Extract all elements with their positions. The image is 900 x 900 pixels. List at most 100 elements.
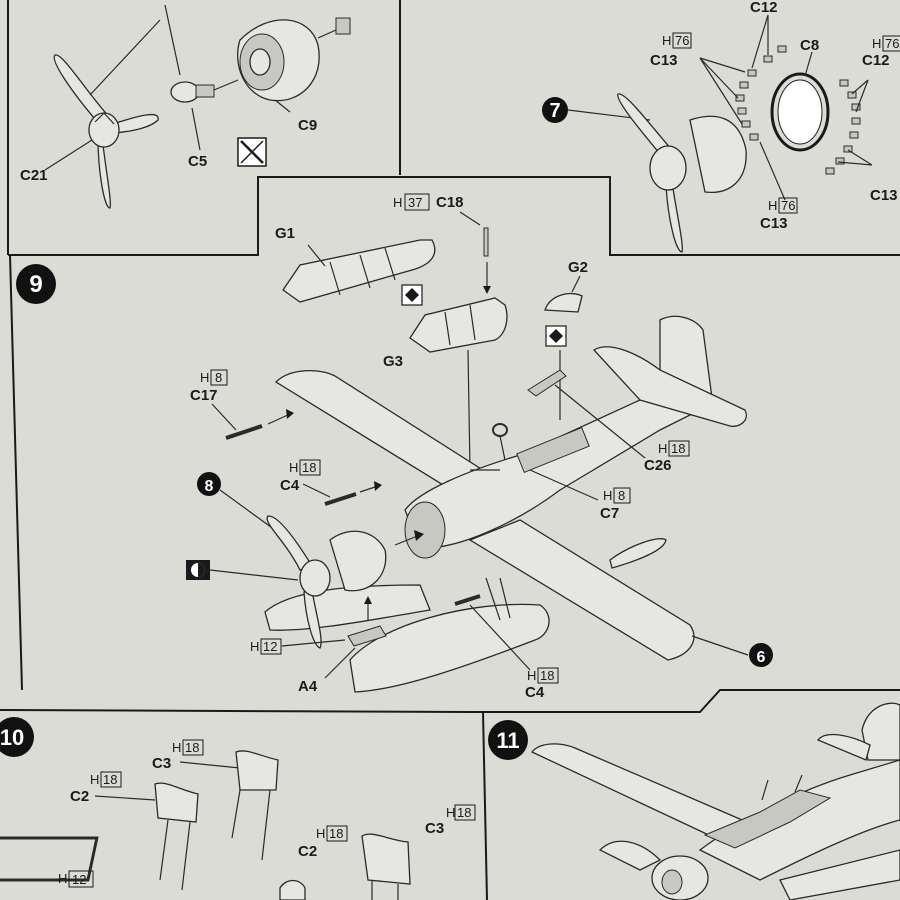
frame-divider-bottom [482,711,488,900]
part-label-c13-left: C13 [650,52,678,69]
antenna-part-c4-bottom [454,594,481,606]
svg-text:H: H [446,805,455,820]
svg-text:H: H [393,195,402,210]
canopy-part-g3 [409,297,508,353]
part-label-c17: C17 [190,387,218,404]
part-label-g2: G2 [568,259,588,276]
part-label-c18: C18 [436,194,464,211]
frame-left-mid [9,254,23,691]
frame-step9-top [8,176,900,256]
step-badge-11 [488,720,528,760]
part-label-g1: G1 [275,225,295,242]
svg-text:18: 18 [671,441,685,456]
svg-text:H: H [289,460,298,475]
paint-ref-h37: H 37 [393,193,430,211]
svg-text:12: 12 [72,872,86,887]
svg-text:H: H [658,441,667,456]
step-badge-8 [197,472,221,496]
svg-text:76: 76 [675,33,689,48]
paint-ref-h8-c17: H 8 [200,369,228,386]
aircraft-assembly [264,315,747,693]
svg-text:18: 18 [540,668,554,683]
svg-text:18: 18 [185,740,199,755]
step-badge-10 [0,717,34,757]
horizontal-stabilizer [592,346,747,427]
svg-text:18: 18 [103,772,117,787]
step-number-9: 9 [29,271,42,298]
paint-ref-h8-c7: H 8 [603,487,631,504]
part-label-c4-bottom: C4 [525,684,545,701]
paint-ref-h18-c4-bottom: H 18 [527,667,559,684]
part-label-c2-left: C2 [70,788,89,805]
part-label-c5: C5 [188,153,207,170]
svg-text:H: H [58,871,67,886]
beaching-gear-parts [0,750,411,900]
gun-part-c26 [527,369,567,397]
cockpit-opening [516,426,590,474]
paint-ref-h18-c3-left: H 18 [172,739,204,756]
part-label-c13-bottom: C13 [760,215,788,232]
part-a4 [347,625,387,647]
paint-ref-h18-c3-right: H 18 [446,804,476,821]
step-number-10: 10 [0,725,24,750]
step-number-8: 8 [205,478,214,495]
svg-text:H: H [90,772,99,787]
step11-aircraft [530,702,900,900]
windscreen-part-g2 [544,292,583,313]
panel-prop-engine: C21 C5 C9 [20,4,351,209]
svg-text:H: H [872,36,881,51]
part-label-g3: G3 [383,353,403,370]
right-float-tip [609,538,667,569]
main-float [349,603,550,693]
panel-step10: 10 H 18 C3 H 18 C2 H [0,717,476,900]
svg-text:18: 18 [329,826,343,841]
paint-ref-h12-bottom: H 12 [58,870,94,888]
paint-ref-h18-c4-left: H 18 [289,459,321,476]
part-label-c26: C26 [644,457,672,474]
paint-ref-h18-c26: H 18 [658,440,690,457]
svg-text:H: H [200,370,209,385]
svg-text:H: H [316,826,325,841]
panel-step7: 7 [542,0,900,253]
svg-text:H: H [527,668,536,683]
pitot-part-c17 [225,424,263,440]
canopy-part-g1 [282,239,436,303]
part-label-c4-left: C4 [280,477,300,494]
svg-text:76: 76 [885,36,899,51]
spinner-c5 [170,79,239,103]
part-label-c3-left: C3 [152,755,171,772]
panel-step11: 11 [488,702,900,900]
engine-opening [404,501,446,559]
step-number-7: 7 [549,100,560,122]
part-label-c9: C9 [298,117,317,134]
part-label-c3-right: C3 [425,820,444,837]
svg-text:37: 37 [408,195,422,210]
svg-text:H: H [250,639,259,654]
svg-text:76: 76 [781,198,795,213]
part-label-c13-right: C13 [870,187,898,204]
paint-ref-h18-c2-mid: H 18 [316,825,348,842]
svg-text:8: 8 [215,370,222,385]
paint-ref-h76-right: H 76 [872,35,900,52]
paint-ref-h12-a4: H 12 [250,638,282,655]
antenna-part-c4-left [324,492,357,506]
part-label-c12-right: C12 [862,52,890,69]
exhaust-ring-c8 [770,72,830,152]
engine-cowling-c9 [236,17,351,102]
exhaust-stacks-left [735,45,787,141]
left-float [264,584,431,631]
svg-text:H: H [662,33,671,48]
svg-text:18: 18 [302,460,316,475]
loop-antenna [492,423,508,437]
panel-step9: 9 G1 G3 H 37 C18 G2 [16,193,773,701]
step-badge-6 [749,643,773,667]
step-number-6: 6 [757,649,766,666]
front-propeller-engine [266,515,424,649]
part-label-c21: C21 [20,167,48,184]
part-label-c7: C7 [600,505,619,522]
step7-propeller-engine [617,93,747,253]
part-label-c8: C8 [800,37,819,54]
part-label-a4: A4 [298,678,318,695]
